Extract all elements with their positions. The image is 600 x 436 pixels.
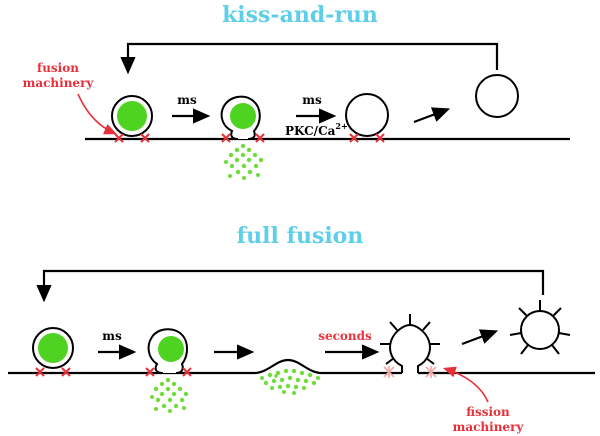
kiss-and-run-title: kiss-and-run	[222, 2, 378, 28]
snare-x-marks	[221, 133, 265, 143]
fission-x-marks	[383, 366, 437, 378]
snare-x-marks	[114, 133, 150, 143]
full-fusion-membrane-left	[8, 358, 402, 375]
full-step1-label: ms	[102, 329, 122, 343]
kiss-undock-arrow	[413, 107, 451, 124]
kiss-and-run-recycle-loop	[120, 42, 499, 75]
empty-docked-vesicle	[345, 93, 389, 143]
fusion-machinery-label-line2: machinery	[23, 76, 95, 90]
coated-budding-vesicle	[380, 314, 440, 378]
released-cargo-dots	[224, 143, 264, 180]
full-fusion-recycle-loop	[36, 269, 545, 303]
full-step3-label: seconds	[318, 329, 372, 343]
snare-x-marks	[35, 367, 71, 377]
kiss-step2-label: ms	[302, 93, 322, 107]
fusing-vesicle	[145, 328, 192, 413]
fusion-machinery-label-line1: fusion	[37, 61, 79, 75]
fission-machinery-label-line2: machinery	[453, 420, 525, 434]
collapsed-vesicle-cargo	[260, 368, 320, 395]
released-cargo-dots	[150, 377, 189, 413]
free-coated-vesicle	[509, 300, 571, 355]
snare-x-marks	[349, 133, 385, 143]
free-empty-vesicle	[475, 74, 519, 118]
clathrin-spikes	[509, 300, 571, 355]
docked-vesicle	[32, 327, 74, 377]
fission-machinery-pointer	[442, 366, 489, 403]
docked-vesicle	[111, 95, 153, 143]
fission-machinery-label-line1: fission	[466, 405, 510, 419]
kiss-step1-label: ms	[177, 93, 197, 107]
snare-x-marks	[145, 367, 192, 377]
clathrin-spikes	[380, 314, 440, 365]
full-fusion-title: full fusion	[237, 223, 364, 249]
kiss-step2-condition: PKC/Ca2+	[285, 121, 348, 138]
fusion-machinery-pointer	[77, 93, 117, 135]
fusion-pore-vesicle	[220, 95, 265, 180]
full-pinch-off-arrow	[461, 329, 499, 346]
